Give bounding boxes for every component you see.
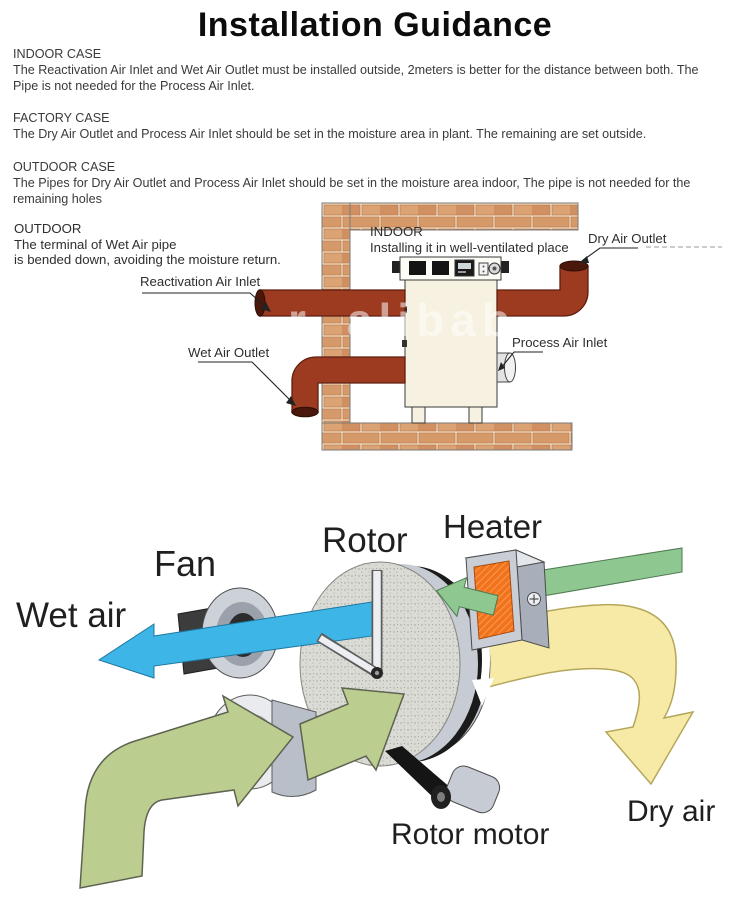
brick-wall-left [321,202,351,451]
wet-air-arrow [97,601,373,679]
dehumidifier-machine [392,256,509,424]
vent-grille [432,261,449,275]
indoor-note-body: Installing it in well-ventilated place [370,239,569,255]
section-outdoor-case: OUTDOOR CASE The Pipes for Dry Air Outle… [13,160,750,207]
section-heading: INDOOR CASE [13,47,102,61]
label-rotor: Rotor [322,521,408,560]
machine-leg [468,406,483,424]
machine-leg [411,406,426,424]
heater-assembly [435,547,683,651]
install-diagram [142,202,722,451]
rotor-motor-assembly [385,746,501,814]
section-body: The Dry Air Outlet and Process Air Inlet… [13,126,647,141]
leader-arrowheads [261,256,589,406]
outdoor-note-body: The terminal of Wet Air pipe is bended d… [14,236,281,268]
pipes [254,260,589,418]
label-dry-air: Dry air [627,795,716,828]
label-fan: Fan [154,543,217,584]
section-body: The Pipes for Dry Air Outlet and Process… [13,175,691,206]
label-dry-air-outlet: Dry Air Outlet [588,231,667,246]
process-air-arrow [79,694,295,889]
brick-wall-top [321,202,579,231]
principle-diagram [79,547,695,889]
section-body: The Reactivation Air Inlet and Wet Air O… [13,62,699,93]
power-switch [478,262,489,276]
label-wet-air-outlet: Wet Air Outlet [188,345,270,360]
outdoor-note: OUTDOOR The terminal of Wet Air pipe is … [14,221,281,268]
reactivation-duct [542,547,683,597]
section-factory-case: FACTORY CASE The Dry Air Outlet and Proc… [13,111,750,143]
label-rotor-motor: Rotor motor [391,818,550,851]
brick-floor [321,422,573,451]
rotor-bracket [316,570,383,679]
section-heading: OUTDOOR CASE [13,160,116,174]
leader-lines [142,246,722,403]
label-wet-air: Wet air [16,596,127,635]
dry-air-pipe [496,265,589,317]
heated-air-arrow [435,576,499,618]
reactivation-pipe [259,289,406,317]
process-air-arrow-into-rotor [299,687,406,782]
section-indoor-case: INDOOR CASE The Reactivation Air Inlet a… [13,47,750,94]
page-title: Installation Guidance [197,6,553,44]
section-heading: FACTORY CASE [13,111,110,125]
indoor-note: INDOOR Installing it in well-ventilated … [370,224,569,255]
vent-grille [409,261,426,275]
label-reactivation-air-inlet: Reactivation Air Inlet [140,274,261,289]
outdoor-note-heading: OUTDOOR [14,221,82,236]
indoor-note-heading: INDOOR [370,224,423,239]
label-process-air-inlet: Process Air Inlet [512,335,608,350]
dry-air-arrow [459,603,695,786]
motor-body [445,765,501,814]
label-heater: Heater [443,508,543,545]
